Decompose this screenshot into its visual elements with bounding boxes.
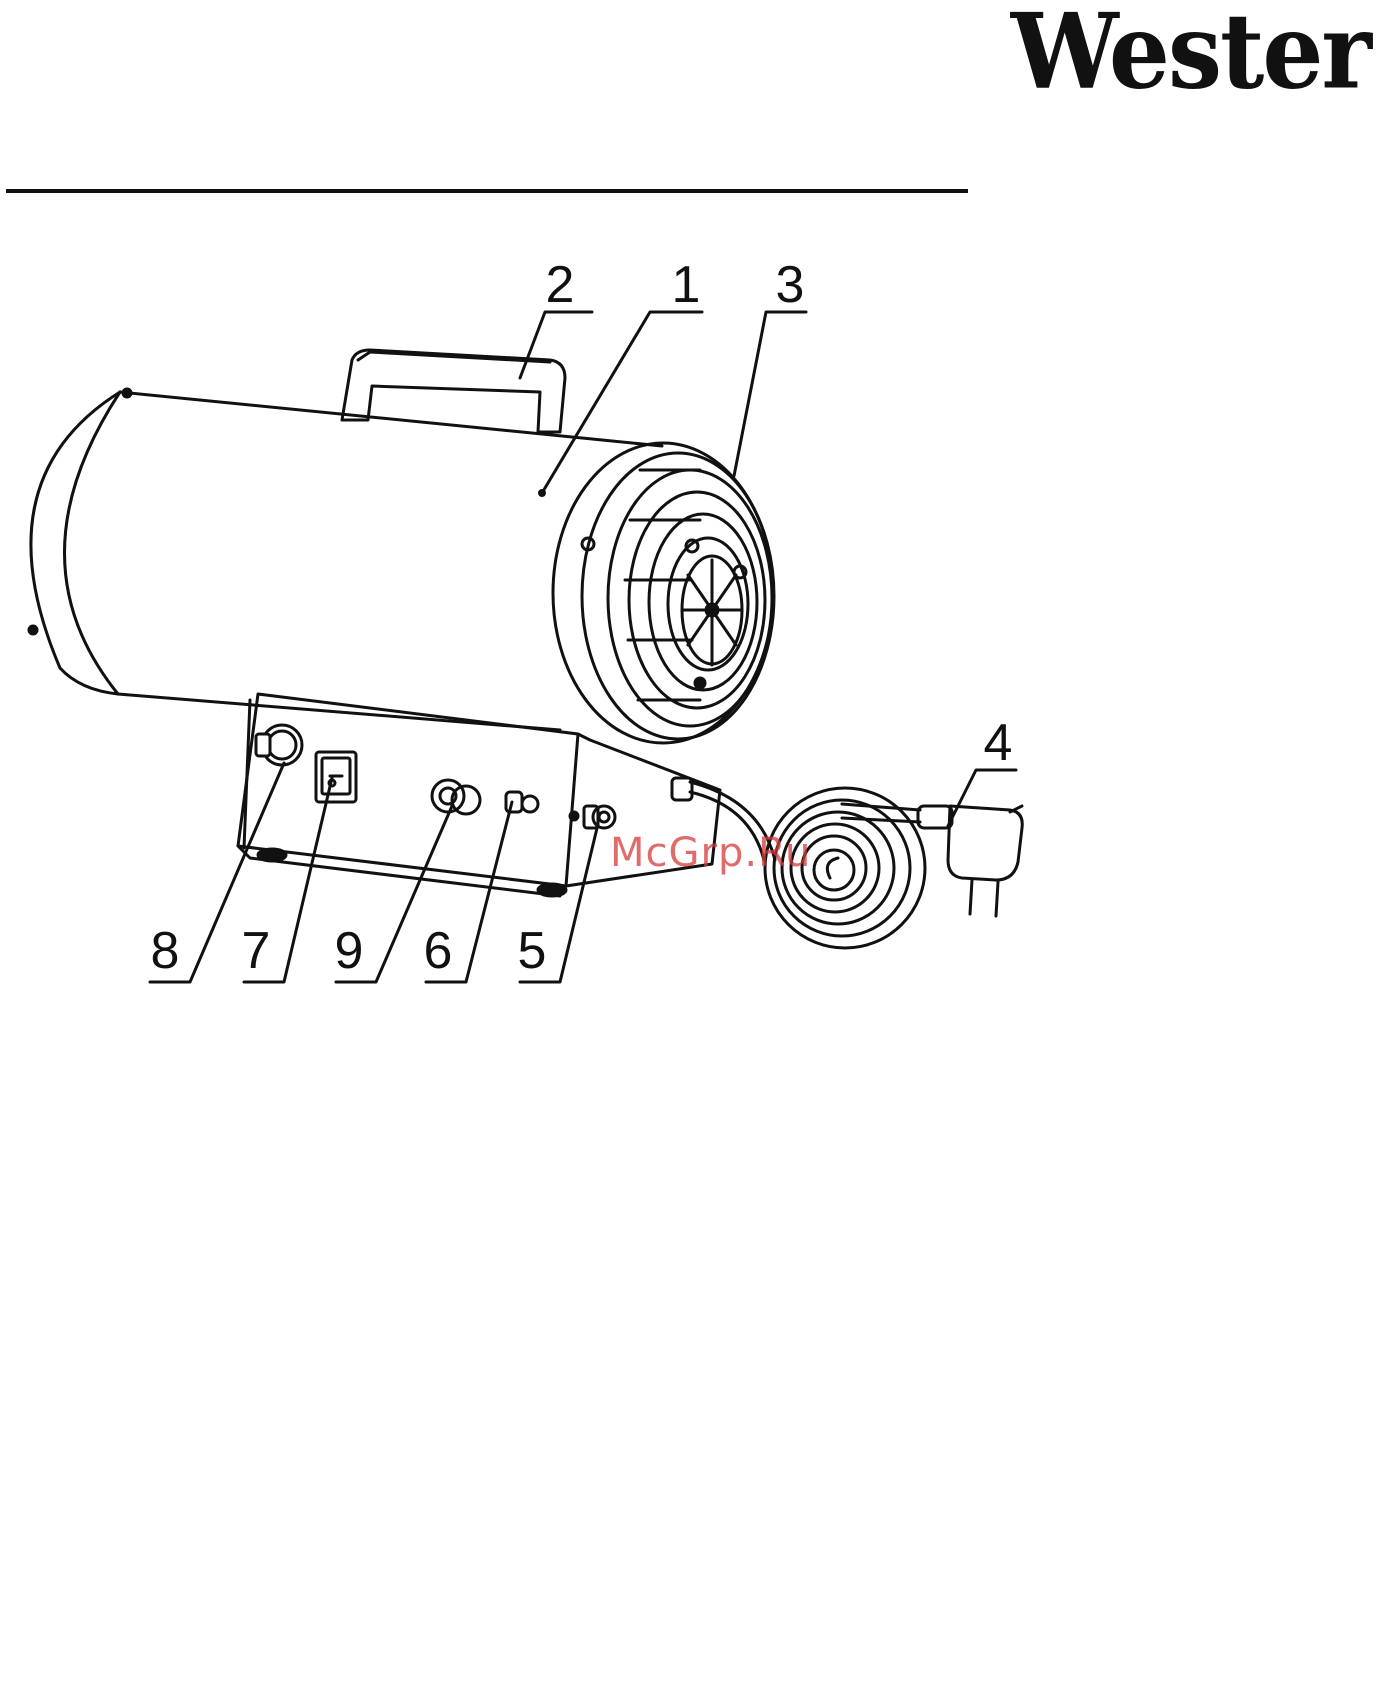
watermark: McGrp.Ru [610,830,811,876]
callout-4: 4 [984,714,1013,772]
handle [342,350,565,432]
header-rule [6,189,968,193]
leader-lines [150,312,1016,982]
brand-logo: Wester [1011,0,1370,104]
callout-1: 1 [672,256,701,314]
callout-5: 5 [518,922,547,980]
regulator-knob [432,780,480,814]
callout-3: 3 [776,256,805,314]
callout-9: 9 [335,922,364,980]
heater-diagram: 2 1 3 4 8 7 9 6 5 McGrp.Ru [0,230,1120,1010]
heater-body [29,389,662,730]
reset-button [570,806,615,828]
callout-7: 7 [242,922,271,980]
power-plug [948,806,1022,916]
gas-connector [256,725,302,765]
fan-grille [553,443,774,743]
callout-6: 6 [424,922,453,980]
callout-2: 2 [546,256,575,314]
power-switch [316,752,356,802]
callout-8: 8 [151,922,180,980]
